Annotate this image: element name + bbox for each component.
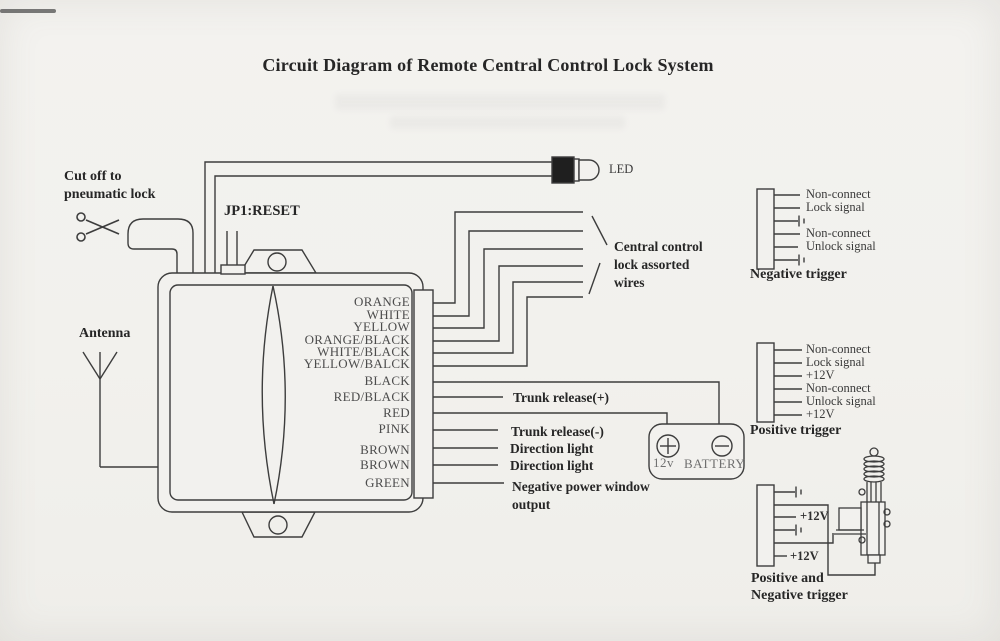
wire-label: WHITE (366, 307, 410, 322)
combo-plus12-top: +12V (800, 509, 829, 523)
wire-label: ORANGE (354, 294, 410, 309)
scissors-icon (76, 212, 120, 242)
trunk-release-pos-label: Trunk release(+) (513, 390, 610, 405)
pos-trigger-pin-label: Non-connect (806, 342, 871, 356)
battery-outline (648, 423, 745, 480)
actuator-stub (867, 554, 881, 564)
positive-trigger-title: Positive trigger (750, 423, 842, 438)
led-lead-wire (214, 175, 552, 273)
ground-icon (798, 215, 805, 227)
battery-plus-icon (656, 434, 680, 458)
bundle-bracket (588, 262, 601, 295)
wire-label: ORANGE/BLACK (304, 332, 410, 347)
positive-trigger-connector (756, 342, 802, 423)
battery-voltage: 12v (653, 455, 674, 470)
wire-label: BROWN (360, 457, 410, 472)
output-wires (433, 381, 720, 484)
pos-trigger-pin-label: +12V (806, 407, 835, 421)
neg-trigger-pin-label: Unlock signal (806, 239, 876, 253)
negative-trigger-title: Negative trigger (750, 267, 847, 282)
combo-trigger-connector (756, 484, 876, 576)
page-title: Circuit Diagram of Remote Central Contro… (262, 55, 714, 75)
combo-trigger-title-line2: Negative trigger (751, 588, 848, 603)
wire-to-actuator-bottom (774, 504, 876, 576)
wire-label: YELLOW (353, 319, 410, 334)
ghost-text-smudge (390, 116, 625, 129)
battery (648, 423, 745, 480)
led-collar (573, 158, 580, 182)
mounting-hole-top (267, 252, 287, 272)
actuator-figure (834, 447, 891, 564)
direction-light-label: Direction light (510, 458, 594, 473)
wire-label: BLACK (364, 373, 410, 388)
wire-to-actuator-motor (774, 533, 834, 544)
antenna-icon (82, 351, 158, 468)
assorted-wires-label-line3: wires (614, 275, 645, 290)
battery-minus-icon (711, 435, 733, 457)
ground-icon (795, 486, 802, 498)
negative-trigger-connector (756, 188, 805, 270)
wire-label: GREEN (365, 475, 410, 490)
combo-trigger-title-line1: Positive and (751, 571, 824, 586)
battery-label: BATTERY (684, 456, 746, 471)
pos-trigger-pin-label: Lock signal (806, 355, 865, 369)
neg-trigger-pin-label: Non-connect (806, 226, 871, 240)
direction-light-label: Direction light (510, 441, 594, 456)
wire-harness-connector (413, 289, 434, 499)
mounting-hole-bottom (268, 515, 288, 535)
ground-icon (798, 254, 805, 266)
cutoff-note-line1: Cut off to (64, 169, 122, 184)
pos-trigger-pin-label: Unlock signal (806, 394, 876, 408)
combo-plus12-bottom: +12V (790, 549, 819, 563)
actuator-cap (869, 447, 879, 457)
cutoff-note-line2: pneumatic lock (64, 187, 156, 202)
neg-trigger-pin-label: Lock signal (806, 200, 865, 214)
pos-trigger-pin-label: +12V (806, 368, 835, 382)
wire-label: RED/BLACK (333, 389, 410, 404)
ground-icon (795, 524, 802, 536)
wire-red-to-battery (433, 412, 668, 424)
jp1-jumper (220, 231, 246, 275)
led-label: LED (609, 162, 634, 176)
led-lead-wire (204, 161, 552, 273)
actuator-motor (838, 507, 862, 531)
ghost-text-smudge (335, 94, 665, 110)
wire-label: YELLOW/BALCK (303, 356, 410, 371)
led-assembly (204, 156, 600, 273)
control-box-inner (169, 284, 413, 501)
assorted-wires-label-line1: Central control (614, 239, 703, 254)
pneumatic-lock-loop (127, 218, 194, 273)
wire-label: WHITE/BLACK (317, 344, 410, 359)
lens-curve (261, 285, 275, 505)
lens-curve (272, 285, 286, 505)
assorted-wires-label-line2: lock assorted (614, 257, 690, 272)
led-holder (551, 156, 575, 184)
main-control-unit (157, 249, 434, 538)
pos-trigger-pin-label: Non-connect (806, 381, 871, 395)
bundle-bracket (591, 215, 608, 246)
wire-black-to-battery (433, 381, 720, 424)
actuator-body (860, 501, 886, 556)
wire-label: PINK (378, 421, 410, 436)
led-bulb (578, 159, 600, 181)
power-window-label-line2: output (512, 497, 551, 512)
trunk-release-neg-label: Trunk release(-) (511, 424, 604, 439)
jp1-reset-label: JP1:RESET (224, 203, 300, 219)
assorted-wire-bundle (433, 211, 608, 367)
antenna-label: Antenna (79, 326, 131, 341)
neg-trigger-pin-label: Non-connect (806, 187, 871, 201)
power-window-label-line1: Negative power window (512, 479, 650, 494)
wire-label: RED (383, 405, 410, 420)
wire-label: BROWN (360, 442, 410, 457)
scan-artifact (0, 9, 56, 13)
